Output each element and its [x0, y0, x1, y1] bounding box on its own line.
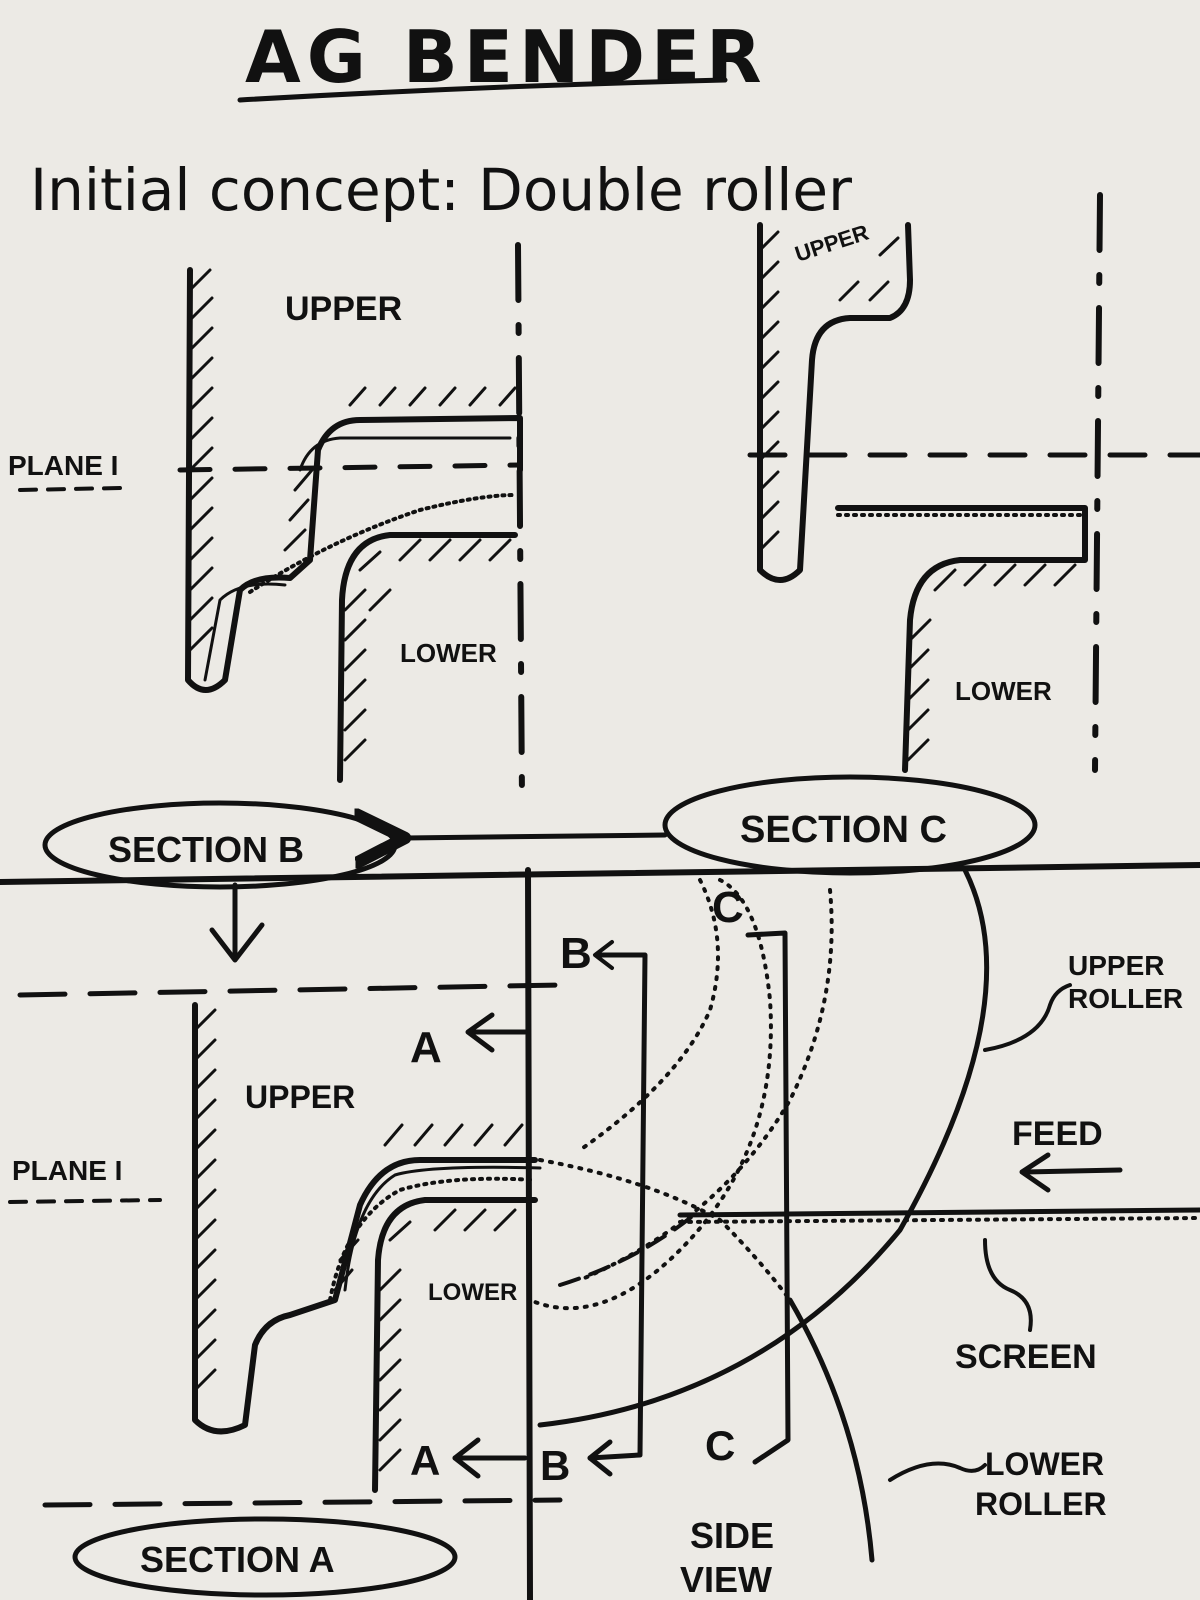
- marker-a-top: A: [410, 1023, 442, 1072]
- section-b-lower-label: LOWER: [400, 638, 497, 668]
- section-c-bubble: [662, 774, 1038, 876]
- upper-roller-arc: [537, 867, 990, 1428]
- lower-roller-label-2: ROLLER: [975, 1486, 1107, 1522]
- section-b-drawing: PLANE I UPPER LOWER: [8, 267, 523, 783]
- section-c-lower-label: LOWER: [955, 676, 1052, 706]
- section-a-upper-label: UPPER: [245, 1079, 355, 1115]
- separator-line: [0, 862, 1200, 885]
- marker-c-top: C: [712, 883, 744, 932]
- marker-b-top: B: [560, 929, 592, 978]
- section-a-label: SECTION A: [140, 1539, 335, 1580]
- section-a-drawing: UPPER LOWER PLANE I: [8, 982, 563, 1508]
- marker-a-bottom: A: [410, 1437, 440, 1484]
- screen-label: SCREEN: [955, 1338, 1097, 1376]
- section-a-plane-label: PLANE I: [12, 1155, 122, 1186]
- section-c-label: SECTION C: [740, 809, 947, 851]
- section-c-upper-label: UPPER: [792, 220, 872, 267]
- feed-label: FEED: [1012, 1115, 1103, 1153]
- marker-b-bottom: B: [540, 1442, 570, 1489]
- title-underline: [237, 77, 728, 103]
- side-view-label-1: SIDE: [690, 1515, 774, 1556]
- section-b-plane-label: PLANE I: [8, 450, 118, 481]
- feed-arrow: [1022, 1167, 1123, 1175]
- section-a-lower-label: LOWER: [428, 1279, 517, 1306]
- centerline-bottom: [525, 867, 533, 1600]
- lower-roller-arc: [787, 1297, 875, 1563]
- marker-c-bottom: C: [705, 1422, 735, 1469]
- lower-roller-label-1: LOWER: [985, 1446, 1104, 1482]
- section-c-to-b-arrow: [405, 835, 668, 838]
- sketch-subtitle: Initial concept: Double roller: [30, 156, 852, 224]
- side-view-label-2: VIEW: [680, 1559, 772, 1600]
- section-c-drawing: UPPER LOWER: [747, 192, 1200, 773]
- upper-roller-label-2: ROLLER: [1068, 983, 1183, 1014]
- upper-roller-label-1: UPPER: [1068, 950, 1164, 981]
- section-b-label: SECTION B: [108, 829, 304, 870]
- side-view-drawing: A A B B C C SCREEN FEED UPPER: [410, 867, 1200, 1600]
- centerline-top: [515, 242, 525, 803]
- section-b-upper-label: UPPER: [285, 290, 402, 328]
- section-a-bubble: [72, 1516, 458, 1598]
